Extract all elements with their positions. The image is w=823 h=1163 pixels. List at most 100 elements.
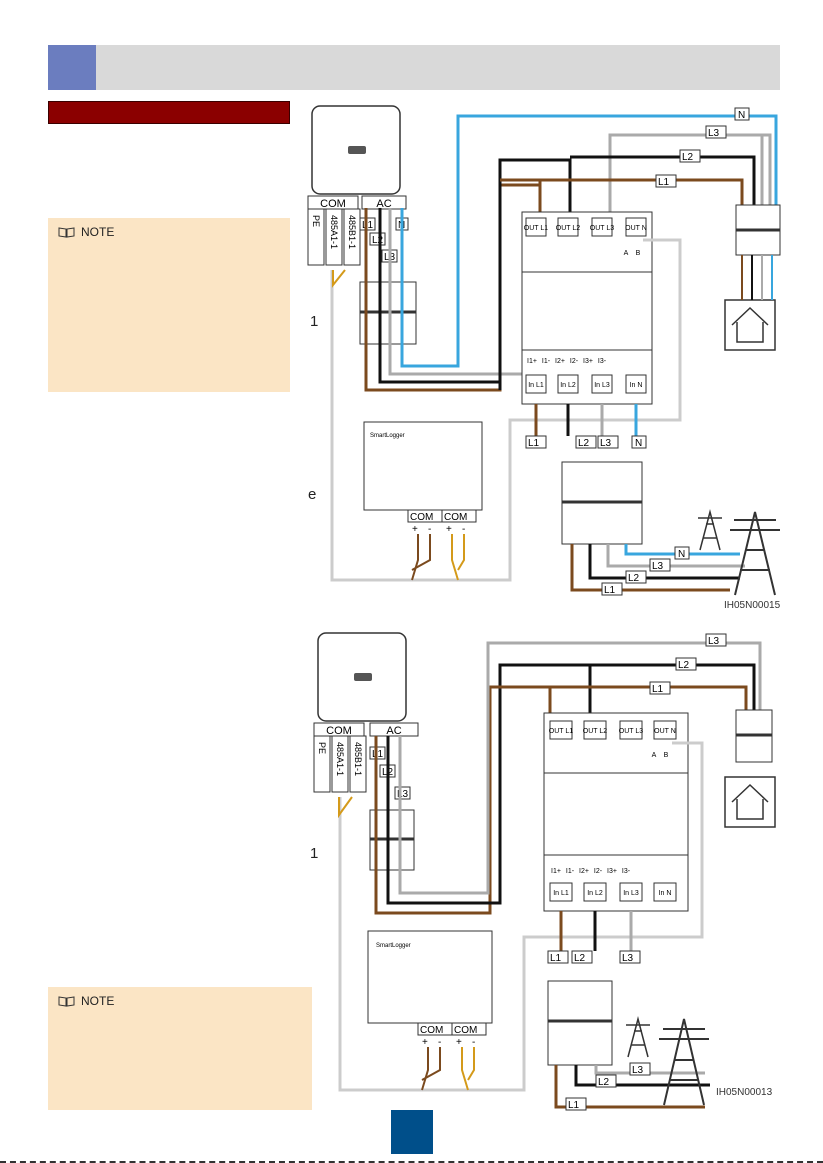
bottom-label-n: N	[678, 549, 685, 560]
logger-pol-4: -	[472, 1037, 475, 1048]
diagram-code: IH05N00015	[724, 600, 781, 611]
bus-label-l1: L1	[652, 684, 664, 695]
book-icon	[58, 995, 75, 1007]
note-title: NOTE	[81, 994, 115, 1008]
bottom-label-l3: L3	[632, 1065, 644, 1076]
grid-label-n: N	[635, 438, 642, 449]
bottom-border	[0, 1161, 823, 1163]
bottom-label-l3: L3	[652, 561, 664, 572]
bottom-label-l1: L1	[604, 585, 616, 596]
pylon-small-icon	[626, 1016, 650, 1058]
pin-485b: 485B1-1	[347, 215, 357, 249]
meter-ct-1: I1+	[527, 358, 537, 365]
meter-in-n: In N	[659, 890, 672, 897]
energy-meter	[543, 712, 689, 912]
logger-pol-3: +	[456, 1037, 462, 1048]
logger-pol-1: +	[412, 524, 418, 535]
inverter-logo-icon	[354, 673, 372, 681]
bus-label-l1: L1	[658, 177, 670, 188]
pylon-large-icon	[730, 511, 780, 596]
smartlogger-label: SmartLogger	[376, 943, 411, 949]
subsection-title-bar	[48, 101, 290, 124]
meter-out-n: OUT N	[654, 728, 676, 735]
pylon-large-icon	[659, 1018, 709, 1106]
meter-out-l1: OUT L1	[549, 728, 573, 735]
logger-pol-3: +	[446, 524, 452, 535]
note-title: NOTE	[81, 225, 115, 239]
smartlogger	[363, 421, 483, 511]
bus-label-l3: L3	[708, 128, 720, 139]
house-icon	[731, 783, 769, 820]
book-icon	[58, 226, 75, 238]
section-header-marker	[48, 45, 96, 90]
meter-b: B	[636, 250, 641, 257]
meter-in-l3: In L3	[594, 382, 610, 389]
energy-meter	[521, 211, 653, 405]
meter-out-l3: OUT L3	[590, 225, 614, 232]
ac-label-l1: L1	[372, 749, 384, 760]
grid-label-l1: L1	[550, 953, 562, 964]
meter-out-l1: OUT L1	[524, 225, 548, 232]
meter-ct-3: I2+	[555, 358, 565, 365]
section-header-bar	[48, 45, 780, 90]
meter-in-l2: In L2	[560, 382, 576, 389]
meter-in-n: In N	[630, 382, 643, 389]
ac-label-l1: L1	[362, 220, 374, 231]
pin-485a: 485A1-1	[329, 215, 339, 249]
meter-ct-2: I1-	[566, 868, 575, 875]
grid-label-l2: L2	[574, 953, 586, 964]
ac-label-l2: L2	[372, 235, 384, 246]
meter-ct-5: I3+	[607, 868, 617, 875]
callout-number-top: 1	[310, 313, 319, 330]
wiring-diagram-bottom: COM AC PE 485A1-1 485B1-1 L1 L2 L3 L3 L2…	[313, 632, 776, 1111]
page-number-tab	[391, 1110, 433, 1154]
house-icon	[731, 306, 769, 343]
bottom-label-l2: L2	[628, 573, 640, 584]
logger-pol-4: -	[462, 524, 465, 535]
bus-label-n: N	[738, 110, 745, 121]
meter-ct-5: I3+	[583, 358, 593, 365]
meter-out-l2: OUT L2	[583, 728, 607, 735]
bus-label-l2: L2	[678, 660, 690, 671]
grid-label-l3: L3	[600, 438, 612, 449]
bus-label-l3: L3	[708, 636, 720, 647]
ac-label-l3: L3	[397, 789, 409, 800]
grid-label-l2: L2	[578, 438, 590, 449]
note-box-bottom: NOTE	[48, 987, 312, 1110]
meter-in-l3: In L3	[623, 890, 639, 897]
smartlogger	[367, 930, 493, 1024]
logger-com-2: COM	[454, 1025, 477, 1036]
pin-pe: PE	[311, 215, 321, 227]
logger-pol-1: +	[422, 1037, 428, 1048]
meter-ct-3: I2+	[579, 868, 589, 875]
inverter-ac-label: AC	[376, 198, 391, 210]
meter-ct-4: I2-	[570, 358, 579, 365]
diagram-code: IH05N00013	[716, 1087, 773, 1098]
bottom-label-l2: L2	[598, 1077, 610, 1088]
inverter-logo-icon	[348, 146, 366, 154]
meter-out-n: OUT N	[625, 225, 647, 232]
pin-485a: 485A1-1	[335, 742, 345, 776]
pylon-small-icon	[698, 509, 722, 551]
stray-letter: e	[308, 486, 317, 503]
meter-ct-6: I3-	[598, 358, 607, 365]
inverter-ac-label: AC	[386, 725, 401, 737]
grid-breaker	[547, 980, 613, 1066]
logger-com-1: COM	[410, 512, 433, 523]
meter-a: A	[652, 752, 657, 759]
inverter-com-label: COM	[326, 725, 352, 737]
bus-label-l2: L2	[682, 152, 694, 163]
meter-in-l1: In L1	[528, 382, 544, 389]
pin-pe: PE	[317, 742, 327, 754]
note-box-top: NOTE	[48, 218, 290, 392]
logger-com-2: COM	[444, 512, 467, 523]
bottom-label-l1: L1	[568, 1100, 580, 1111]
logger-com-1: COM	[420, 1025, 443, 1036]
meter-ct-6: I3-	[622, 868, 631, 875]
meter-a: A	[624, 250, 629, 257]
wiring-diagram-top: COM AC PE 485A1-1 485B1-1 L1 L2 L3 N N L…	[307, 105, 781, 611]
meter-ct-2: I1-	[542, 358, 551, 365]
grid-label-l3: L3	[622, 953, 634, 964]
pin-485b: 485B1-1	[353, 742, 363, 776]
logger-pol-2: -	[428, 524, 431, 535]
